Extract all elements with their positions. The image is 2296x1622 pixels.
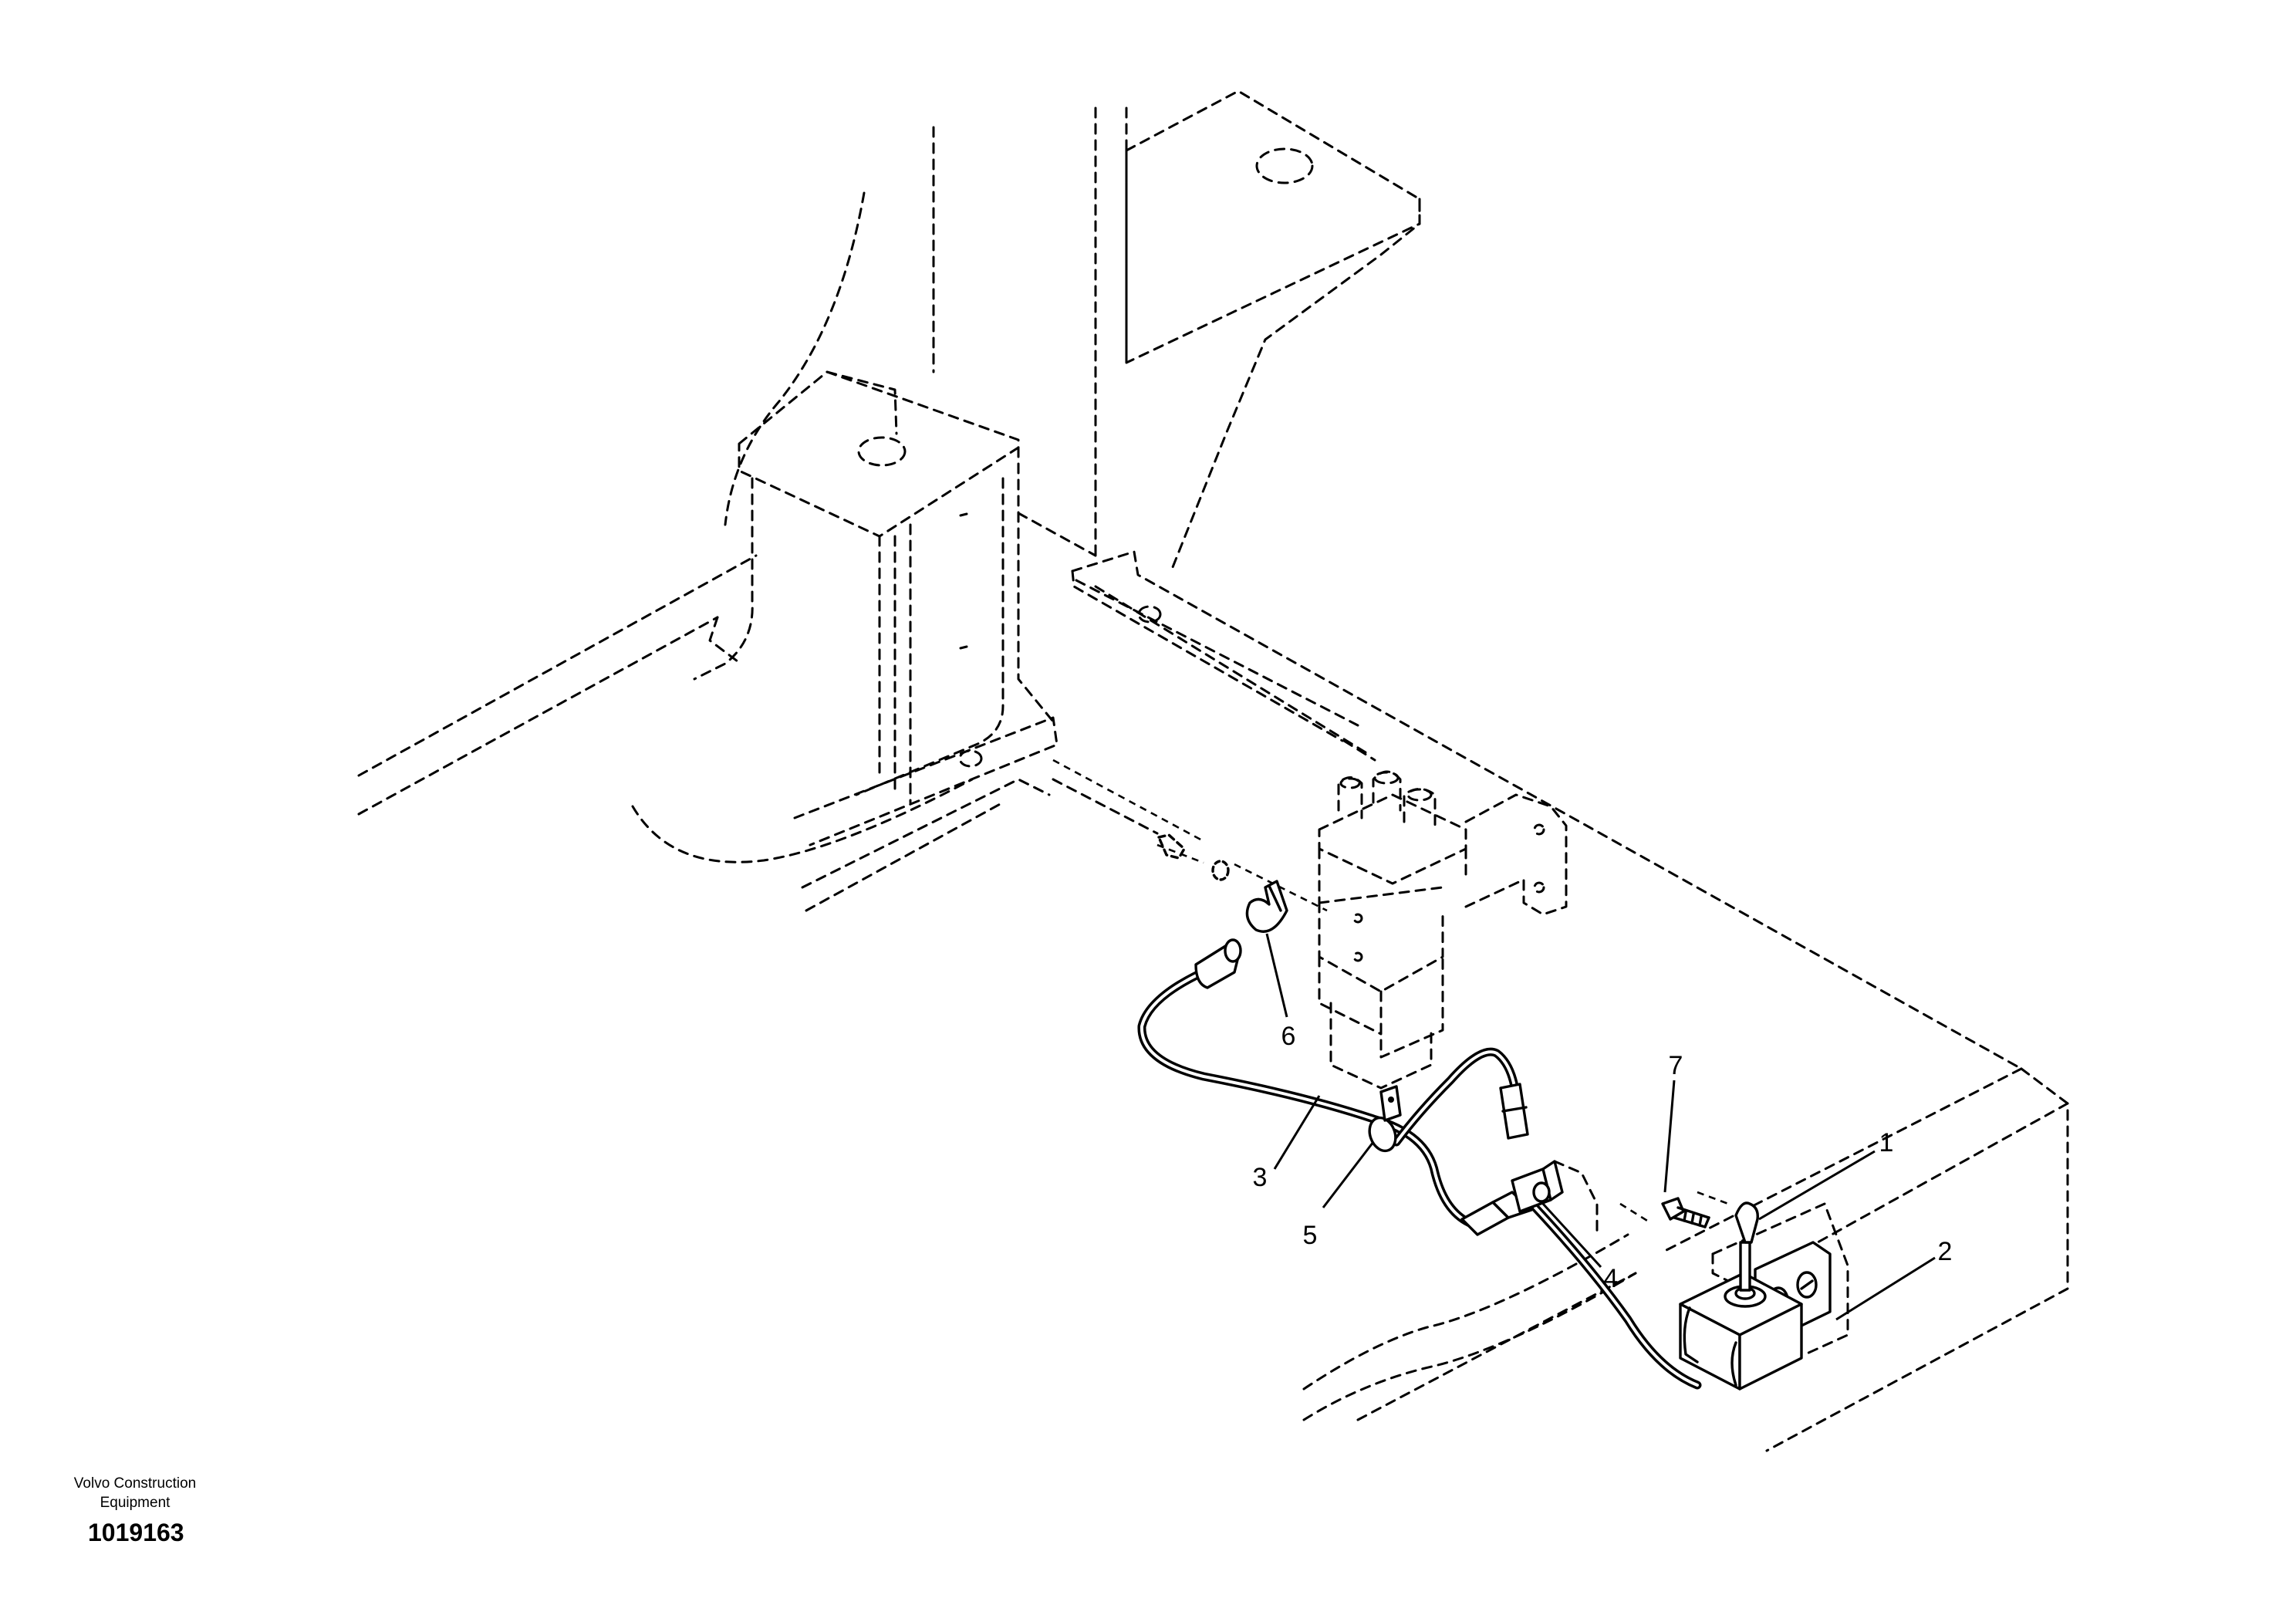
p-clip: [1245, 880, 1288, 933]
callout-1: 1: [1879, 1128, 1894, 1157]
callout-5: 5: [1303, 1221, 1318, 1250]
callout-3: 3: [1253, 1163, 1268, 1192]
brand-line-1: Volvo Construction: [73, 1475, 197, 1492]
callout-2: 2: [1938, 1237, 1953, 1266]
bolt-and-washer: [1156, 833, 1230, 881]
cable-harness: [1137, 938, 1702, 1390]
callout-4: 4: [1604, 1264, 1619, 1293]
control-valve-block: [1318, 770, 1568, 1090]
callout-7: 7: [1669, 1051, 1683, 1080]
lever-switch-assembly: [1679, 1201, 1849, 1391]
callout-6: 6: [1281, 1022, 1296, 1051]
brand-caption: Volvo Construction Equipment: [46, 1474, 224, 1512]
machine-frame-outline: [357, 90, 2069, 1452]
drawing-number: 1019163: [88, 1519, 184, 1546]
grommet-clip: [1368, 1085, 1402, 1153]
screw: [1661, 1197, 1710, 1228]
callout-leaders: [1265, 933, 1936, 1321]
switch-bracket: [1511, 1160, 1599, 1236]
brand-line-2: Equipment: [100, 1495, 171, 1511]
callout-labels: 1 2 3 4 5 6 7: [1253, 1022, 1953, 1293]
